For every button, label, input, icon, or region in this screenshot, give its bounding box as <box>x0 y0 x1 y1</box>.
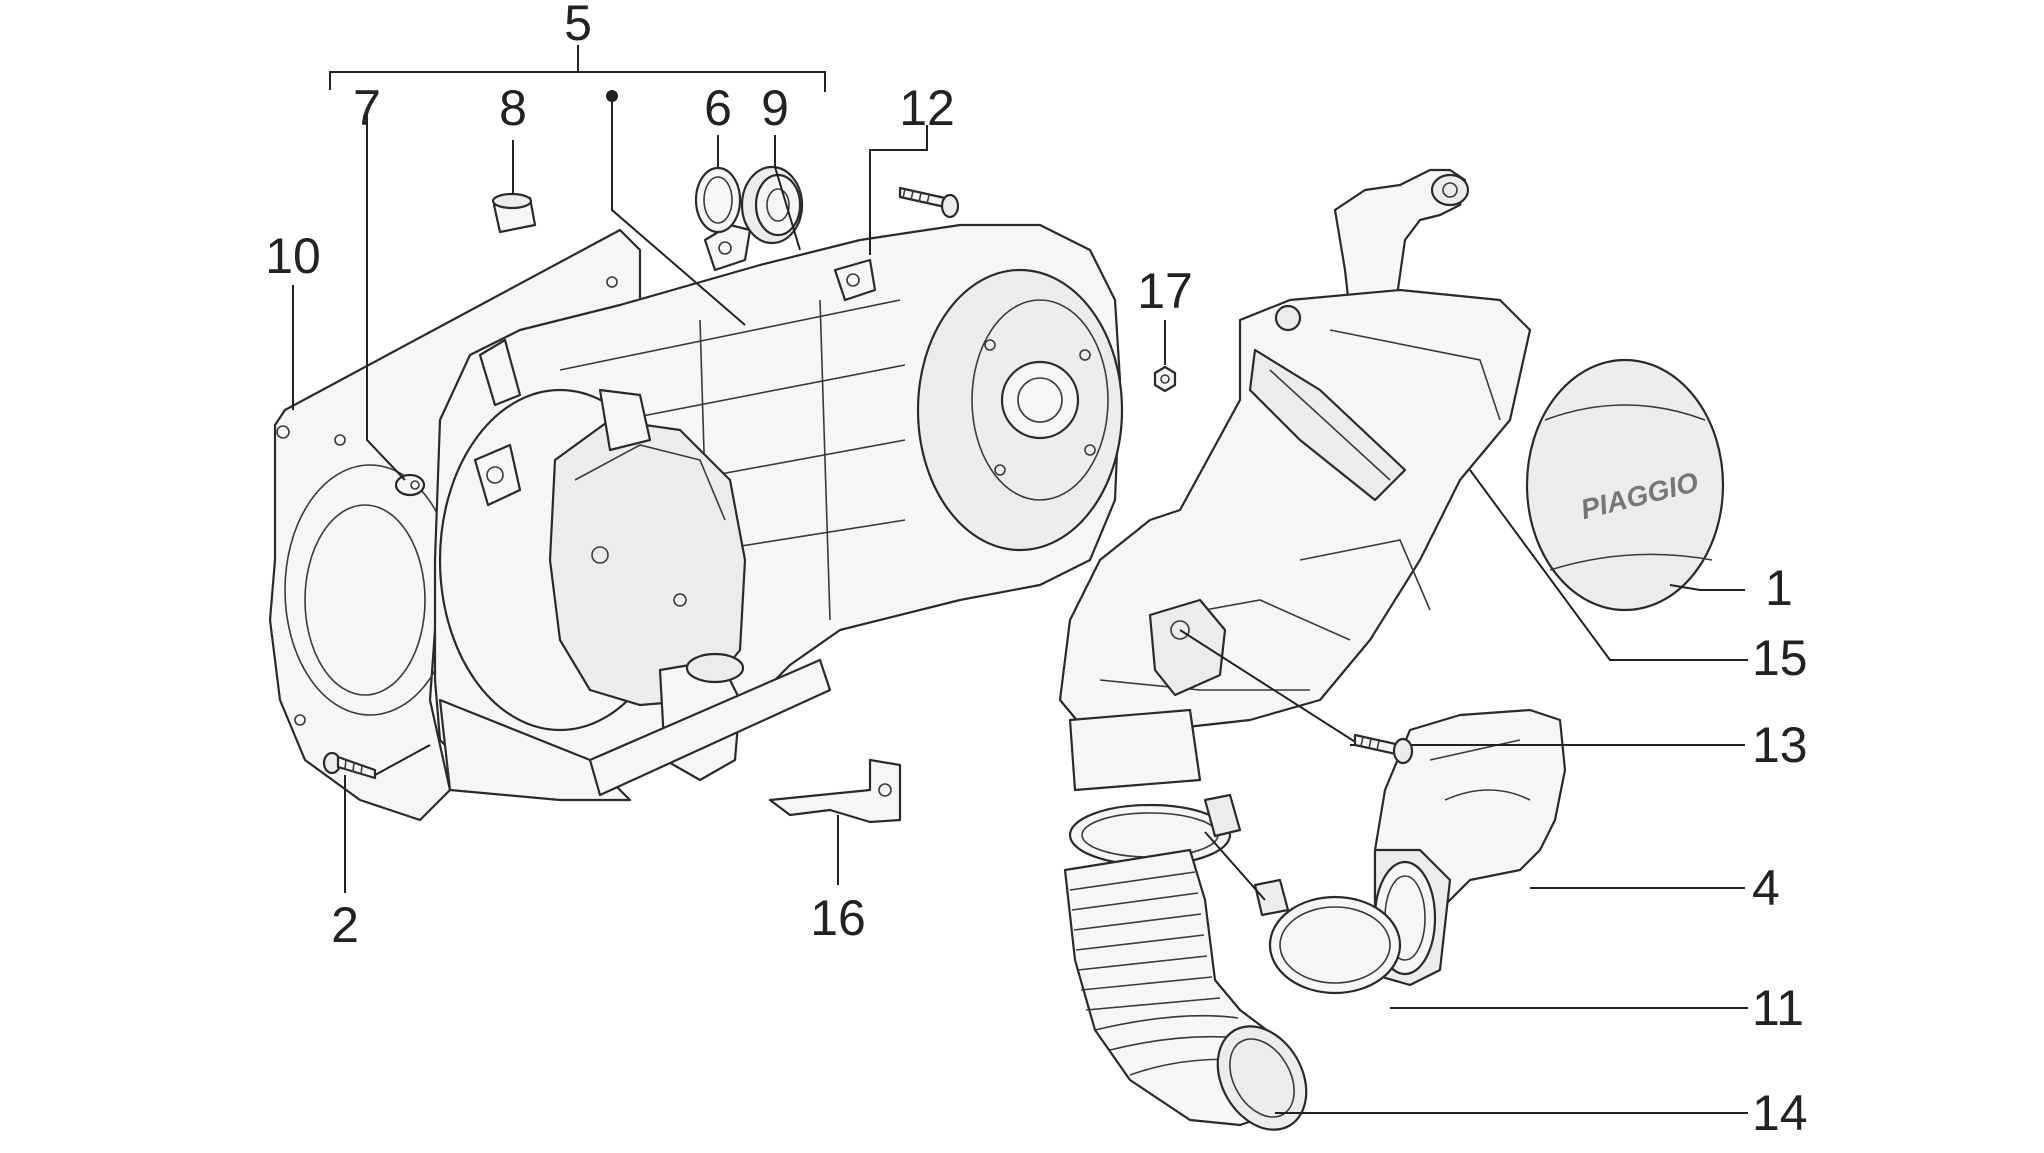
part-11-screw <box>898 186 960 219</box>
part-7-pin <box>394 473 426 497</box>
part-6-o-ring <box>694 166 742 234</box>
callout-5: 5 <box>564 0 592 51</box>
part-1-badge-cover: PIAGGIO <box>1525 358 1725 612</box>
callout-7: 7 <box>353 80 381 136</box>
part-8-plug <box>491 192 537 234</box>
part-4-intake-duct <box>1373 708 1567 987</box>
callout-16: 16 <box>810 890 866 946</box>
callout-labels: 5 7 8 6 9 12 10 17 1 15 13 2 16 4 11 14 <box>265 0 1807 1141</box>
callout-1: 1 <box>1765 560 1793 616</box>
callout-13: 13 <box>1752 717 1808 773</box>
part-2-screw <box>322 751 377 780</box>
callout-11: 12 <box>899 80 955 136</box>
callout-17: 17 <box>1137 263 1193 319</box>
leader-lines <box>292 45 1748 1114</box>
part-17-nut <box>1153 365 1177 393</box>
callout-8: 8 <box>499 80 527 136</box>
part-13-screw <box>1353 733 1414 765</box>
part-14-corrugated-hose <box>1063 848 1308 1131</box>
callout-6: 6 <box>704 80 732 136</box>
callout-2: 2 <box>331 897 359 953</box>
callout-15: 15 <box>1752 630 1808 686</box>
callout-9: 9 <box>761 80 789 136</box>
part-5-transmission-cover <box>433 223 1124 802</box>
callout-12: 11 <box>1752 980 1804 1036</box>
callout-10: 10 <box>265 228 321 284</box>
part-9-bearing <box>740 165 804 245</box>
part-16-bracket <box>768 758 902 824</box>
part-15-air-filter-housing <box>1058 168 1532 792</box>
callout-4: 4 <box>1752 860 1780 916</box>
callout-14: 14 <box>1752 1085 1808 1141</box>
